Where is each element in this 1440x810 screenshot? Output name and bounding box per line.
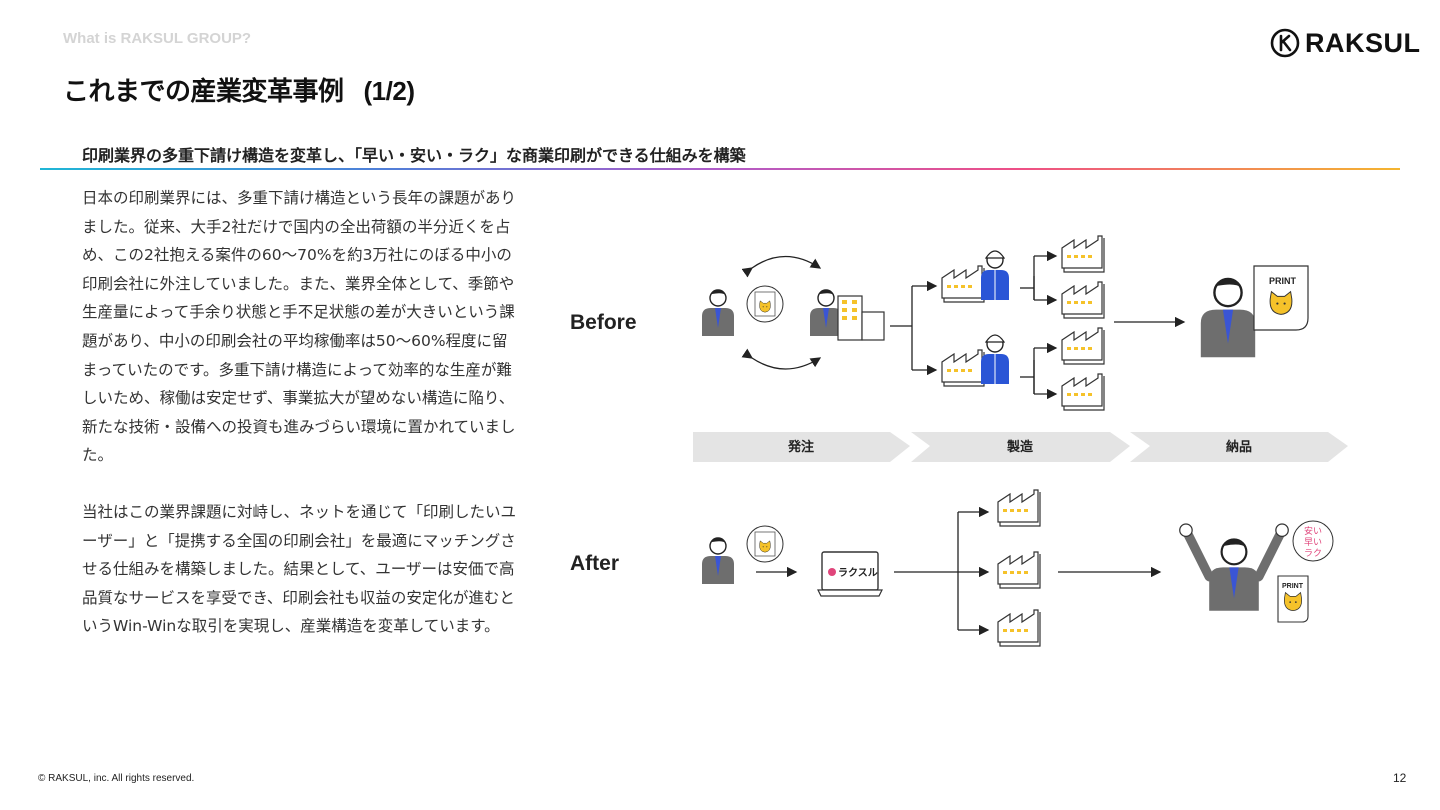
body-text: 日本の印刷業界には、多重下請け構造という長年の課題がありました。従来、大手2社だ… [82,184,522,641]
platform-label: ラクスル [838,567,878,579]
raksul-logo-mark-icon [1270,28,1300,58]
sub-subcontractor-factory-icon [1061,235,1105,273]
industry-transformation-diagram: PRINT 発注 製造 納品 ラクスル [693,235,1348,647]
print-doc-label: PRINT [1269,276,1297,286]
printed-document-icon: PRINT [1277,575,1309,623]
print-request-bubble-icon [746,285,784,323]
sub-subcontractor-factory-icon [1061,373,1105,411]
body-paragraph-1: 日本の印刷業界には、多重下請け構造という長年の課題がありました。従来、大手2社だ… [82,189,517,465]
page-number: 12 [1393,771,1407,785]
page-title-text: これまでの産業変革事例 [63,77,344,107]
process-stage-bar: 発注 製造 納品 [693,432,1348,462]
raksul-logo-text: RAKSUL [1305,27,1421,58]
sub-subcontractor-factory-icon [1061,327,1105,365]
page-title-number: (1/2) [363,76,415,106]
major-printer-person-icon [809,288,843,337]
speech-line-2: 早い [1304,537,1322,548]
sub-subcontractor-factory-icon [1061,281,1105,319]
office-building-icon [837,295,885,341]
partner-factory-icon [997,609,1041,647]
customer-person-icon [701,536,735,585]
after-label: After [570,552,620,575]
after-flow: ラクスル 安い 早い ラク PRINT [701,489,1334,647]
print-doc-label-after: PRINT [1282,583,1304,590]
print-request-bubble-icon [746,525,784,563]
partner-factory-icon [997,551,1041,589]
speech-line-1: 安い [1304,525,1322,537]
factory-worker-icon [980,334,1010,385]
subcontractor-factory-icon [941,265,985,303]
stage-order-label: 発注 [787,439,814,455]
copyright-footer: © RAKSUL, inc. All rights reserved. [38,773,195,784]
body-paragraph-2: 当社はこの業界課題に対峙し、ネットを通じて「印刷したいユーザー」と「提携する全国… [82,502,517,636]
page-title: これまでの産業変革事例 (1/2) [63,71,415,108]
factory-worker-icon [980,250,1010,301]
before-flow: PRINT [701,235,1309,411]
printed-document-icon: PRINT [1253,265,1309,331]
partner-factory-icon [997,489,1041,527]
gradient-divider [40,168,1400,170]
before-label: Before [570,311,637,334]
page-subtitle: 印刷業界の多重下請け構造を変革し、「早い・安い・ラク」な商業印刷ができる仕組みを… [82,146,746,165]
section-eyebrow: What is RAKSUL GROUP? [63,30,252,47]
customer-person-icon [701,288,735,337]
speech-line-3: ラク [1304,548,1322,559]
subcontractor-factory-icon [941,349,985,387]
raksul-platform-laptop-icon: ラクスル [817,551,883,597]
delivered-customer-icon [1199,276,1257,359]
stage-manufacture-label: 製造 [1006,439,1034,455]
cheap-fast-easy-bubble-icon: 安い 早い ラク [1292,520,1334,562]
raksul-logo: RAKSUL [1270,26,1421,60]
stage-delivery-label: 納品 [1226,439,1252,455]
happy-customer-icon [1179,523,1289,612]
